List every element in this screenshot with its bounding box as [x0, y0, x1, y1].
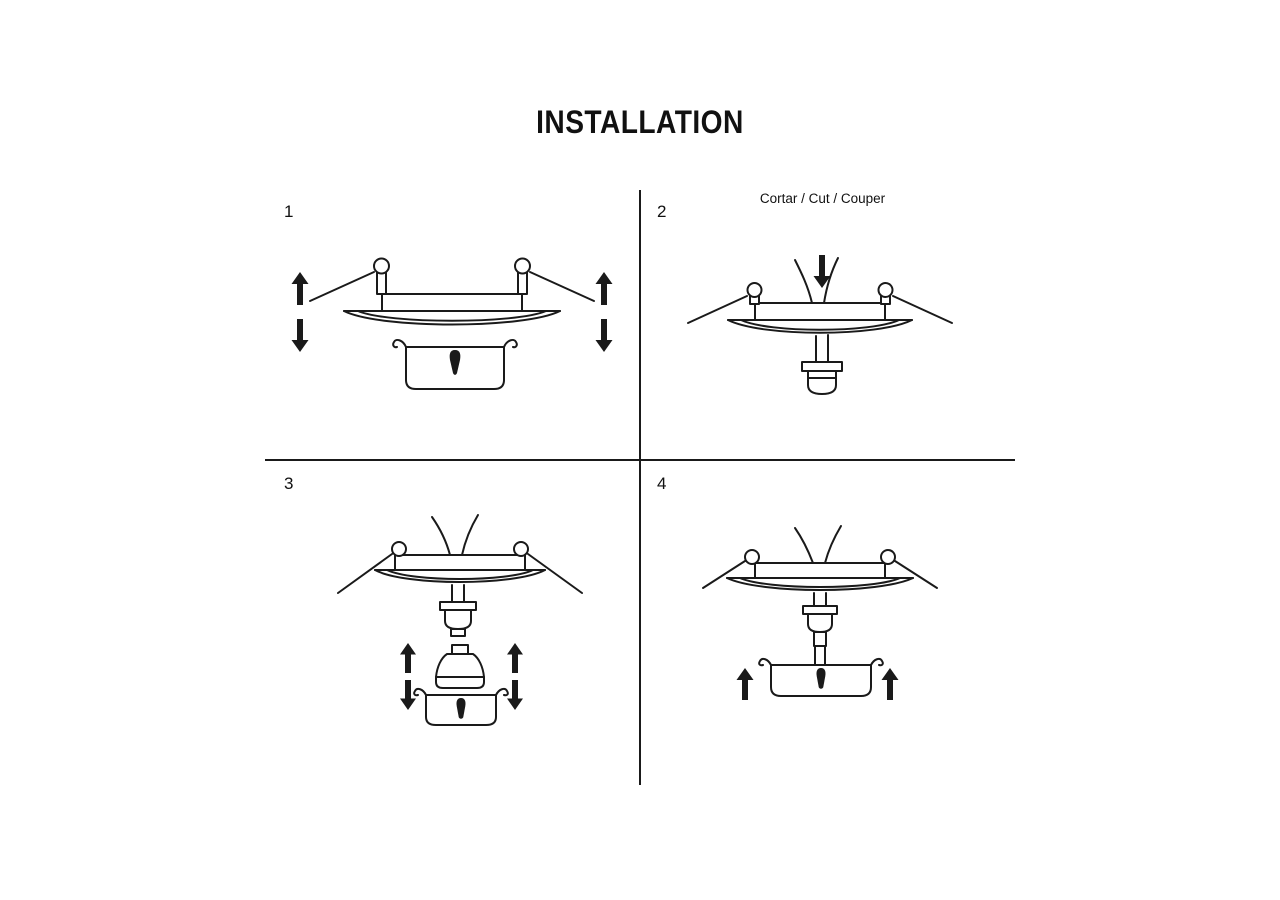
- wire-right: [461, 514, 479, 556]
- up-arrow-icon: [507, 643, 523, 673]
- up-arrow-icon: [881, 668, 899, 700]
- lamp-housing: [392, 338, 518, 390]
- step-1-number: 1: [284, 202, 294, 221]
- trim-cylinder: [381, 293, 523, 312]
- lamp-housing: [413, 687, 509, 726]
- down-arrow-icon: [400, 680, 416, 710]
- down-arrow-icon: [507, 680, 523, 710]
- spring-pivot-right: [514, 257, 531, 275]
- spring-arm-left: [309, 271, 375, 302]
- wire-right: [824, 525, 842, 564]
- step-1-drawing: [291, 257, 613, 390]
- cut-down-arrow-icon: [813, 255, 831, 288]
- up-arrow-icon: [595, 272, 613, 305]
- housing-slot: [816, 668, 826, 689]
- up-arrow-icon: [291, 272, 309, 305]
- socket-wires: [451, 584, 465, 603]
- wire-left: [794, 259, 813, 304]
- step-3-drawing: [337, 514, 583, 726]
- step-1-diagram: [270, 248, 630, 418]
- grid-divider-horizontal: [265, 459, 1015, 461]
- spring-pivot-left: [744, 549, 760, 565]
- lamp-socket: [801, 361, 843, 395]
- housing-slot: [456, 698, 466, 719]
- spring-arm-right: [527, 553, 583, 594]
- trim-ring: [374, 569, 546, 583]
- cut-wire-label: Cortar / Cut / Couper: [759, 191, 886, 206]
- socket-wires: [815, 334, 829, 363]
- spring-arm-left: [687, 295, 748, 324]
- page-title: INSTALLATION: [536, 104, 744, 140]
- lamp-housing: [758, 657, 884, 697]
- spring-pivot-right: [877, 282, 894, 298]
- wire-left: [431, 516, 451, 556]
- trim-cylinder: [394, 554, 526, 571]
- spring-arm-right: [529, 271, 595, 302]
- step-2-number: 2: [657, 202, 667, 221]
- down-arrow-icon: [291, 319, 309, 352]
- step-4-drawing: [702, 525, 938, 700]
- gu10-bulb: [435, 644, 485, 689]
- spring-arm-right: [892, 295, 953, 324]
- grid-divider-vertical: [639, 190, 641, 785]
- trim-cylinder: [754, 562, 886, 579]
- socket-wires: [813, 592, 827, 607]
- spring-arm-left: [337, 553, 393, 594]
- spring-pivot-left: [391, 541, 407, 557]
- spring-pivot-right: [513, 541, 529, 557]
- step-3-diagram: [280, 505, 640, 745]
- wire-right: [823, 257, 839, 304]
- trim-cylinder: [754, 302, 886, 321]
- spring-arm-left: [702, 560, 746, 589]
- step-4-number: 4: [657, 474, 667, 493]
- spring-pivot-left: [746, 282, 763, 298]
- step-3-number: 3: [284, 474, 294, 493]
- lamp-socket: [802, 605, 838, 666]
- lamp-socket: [439, 601, 477, 637]
- up-arrow-icon: [736, 668, 754, 700]
- down-arrow-icon: [595, 319, 613, 352]
- spring-pivot-left: [373, 257, 390, 275]
- trim-ring: [343, 310, 561, 326]
- housing-slot: [449, 350, 461, 375]
- up-arrow-icon: [400, 643, 416, 673]
- step-2-drawing: [687, 255, 953, 395]
- trim-ring: [726, 577, 914, 591]
- step-4-diagram: [665, 520, 985, 720]
- wire-left: [794, 527, 814, 564]
- spring-arm-right: [894, 560, 938, 589]
- spring-pivot-right: [880, 549, 896, 565]
- trim-ring: [727, 319, 913, 334]
- step-2-diagram: [650, 210, 1010, 425]
